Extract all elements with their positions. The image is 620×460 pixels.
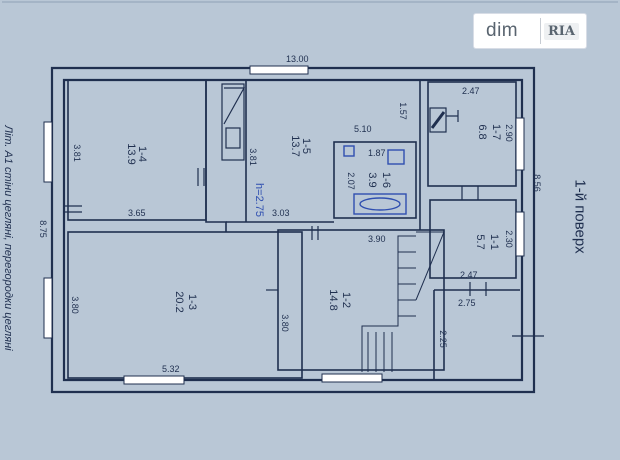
room-1-3-area: 20.2: [173, 291, 185, 313]
dim-5-32: 5.32: [162, 364, 180, 374]
dim-8-56: 8.56: [531, 174, 542, 192]
dim-2-07: 2.07: [345, 172, 356, 190]
dim-5-10: 5.10: [354, 124, 372, 134]
room-1-6-area: 3.9: [366, 172, 378, 188]
room-1-1-area: 5.7: [474, 234, 486, 250]
room-1-2-area: 14.8: [327, 289, 339, 311]
logo-separator: [540, 18, 541, 44]
dim-ria-logo: dim RIA: [474, 14, 586, 48]
dim-13-00: 13.00: [286, 54, 309, 64]
stove: [221, 83, 246, 161]
dim-2-90: 2.90: [503, 124, 514, 142]
room-1-5-area: 13.7: [289, 135, 301, 157]
room-1-2-name: 1-2: [340, 292, 352, 308]
room-1-6-name: 1-6: [380, 172, 392, 188]
staircase: [361, 231, 445, 372]
walls-note: Літ. А1 стіни цегляні, перегородки цегля…: [2, 125, 14, 351]
room-1-7-area: 6.8: [476, 124, 488, 140]
windows: [43, 65, 525, 385]
door-marks: [64, 168, 544, 337]
dim-2-25: 2.25: [437, 330, 448, 348]
dim-2-47-bottom: 2.47: [460, 270, 478, 280]
dim-3-90: 3.90: [368, 234, 386, 244]
dim-2-75: 2.75: [458, 298, 476, 308]
dim-2-47-top: 2.47: [462, 86, 480, 96]
boiler: [429, 107, 459, 133]
room-1-4-area: 13.9: [125, 143, 137, 165]
room-1-4-name: 1-4: [136, 146, 148, 162]
dim-8-75: 8.75: [37, 220, 48, 238]
dim-3-80-left: 3.80: [69, 296, 80, 314]
floor-title: 1-й поверх: [571, 179, 589, 254]
room-1-3-name: 1-3: [186, 294, 198, 310]
logo-text: dim: [486, 20, 519, 41]
logo-badge: RIA: [544, 23, 579, 40]
dim-3-81-left: 3.81: [71, 144, 82, 162]
room-1-1-name: 1-1: [488, 234, 500, 250]
dim-3-80-mid: 3.80: [279, 314, 290, 332]
dim-1-87: 1.87: [368, 148, 386, 158]
room-1-7-name: 1-7: [490, 124, 502, 140]
dim-3-81-kitchen: 3.81: [247, 148, 258, 166]
dim-2-30: 2.30: [503, 230, 514, 248]
dim-h-2-75: h=2.75: [252, 183, 265, 217]
dim-1-57: 1.57: [397, 102, 408, 120]
room-1-5-name: 1-5: [300, 138, 312, 154]
dim-3-03: 3.03: [272, 208, 290, 218]
bath-fixtures: [343, 145, 407, 215]
dim-3-65: 3.65: [128, 208, 146, 218]
inner-walls: [67, 79, 520, 380]
